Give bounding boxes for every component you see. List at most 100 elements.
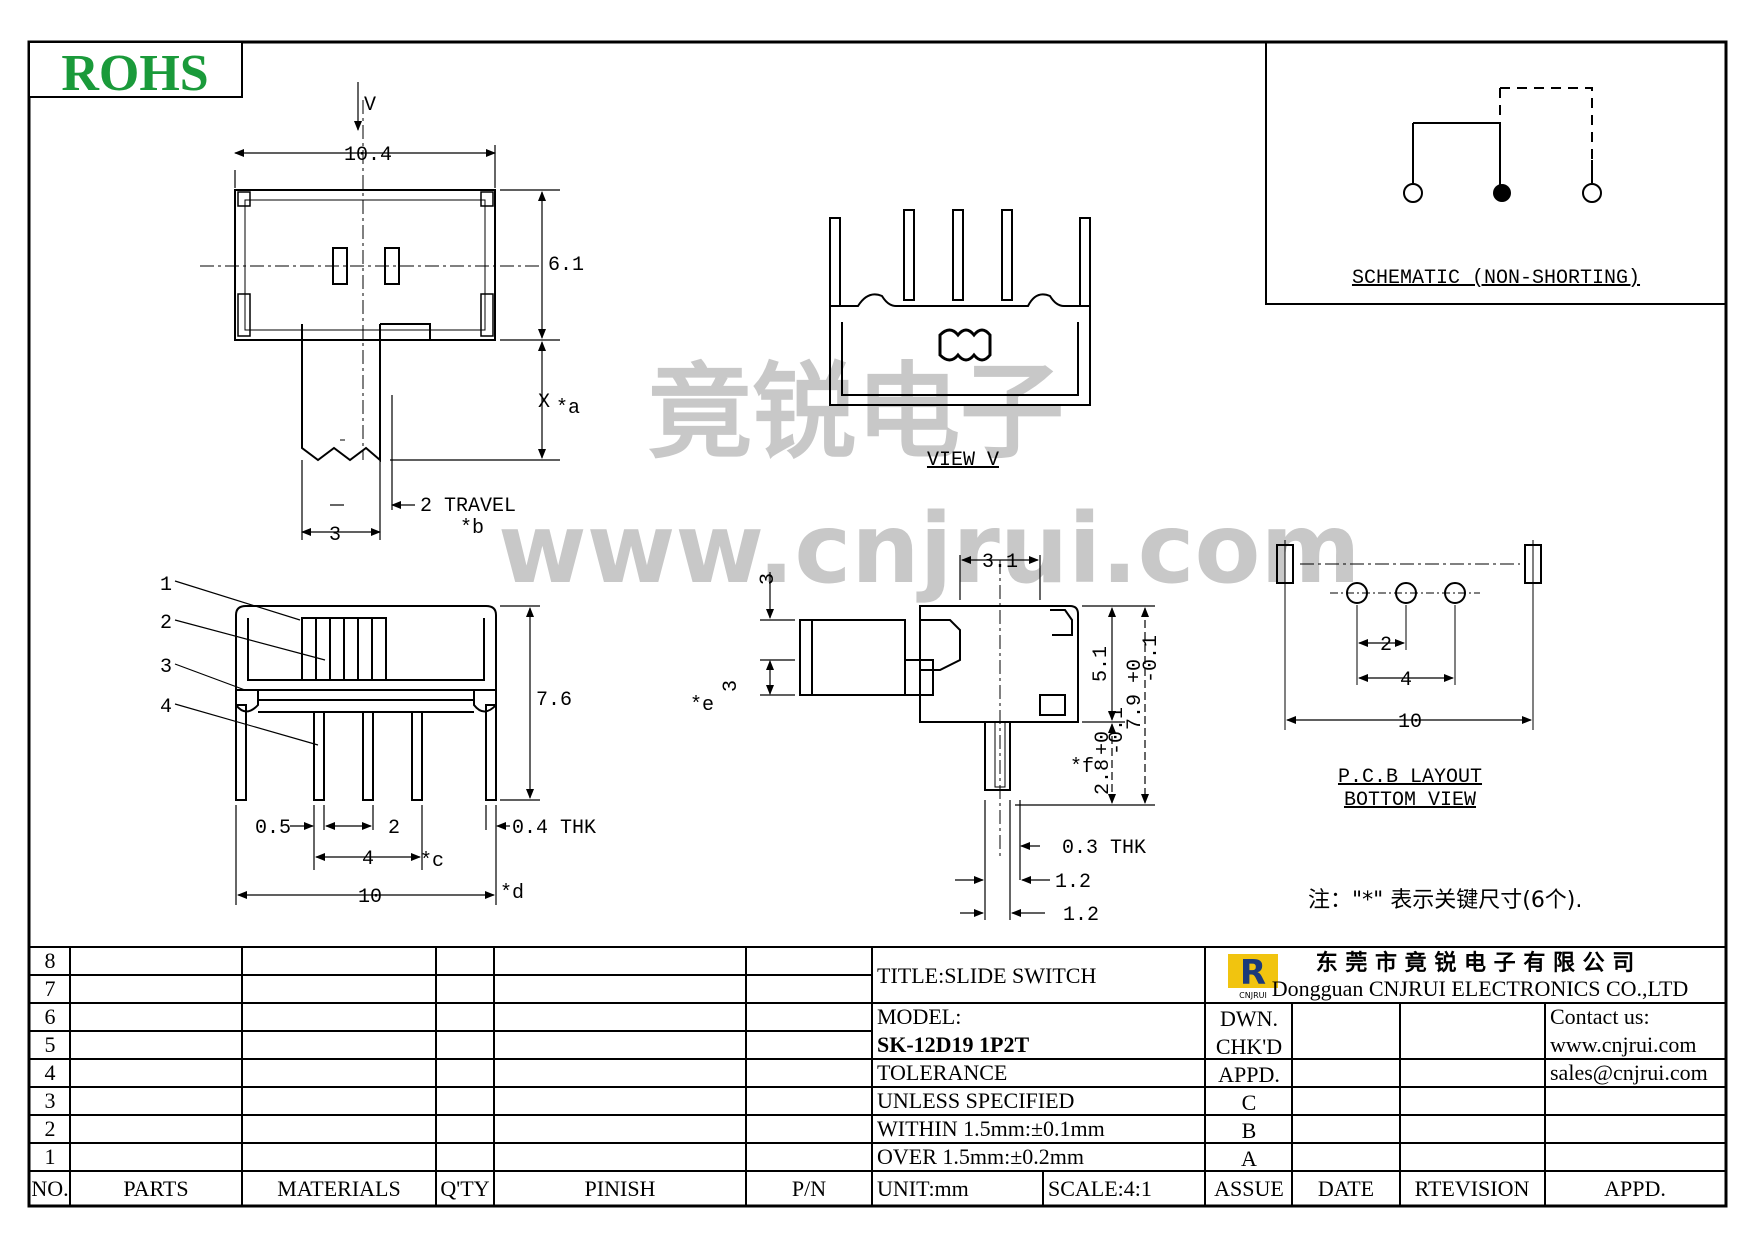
view-v bbox=[829, 209, 1091, 406]
company-name-cn: 东 莞 市 竟 锐 电 子 有 限 公 司 bbox=[1316, 950, 1635, 976]
dim-travel: 2 TRAVEL bbox=[420, 495, 516, 518]
dim-side-body-h: 5.1 bbox=[1090, 646, 1113, 682]
view-arrow-label: V bbox=[364, 94, 376, 117]
logo-text: CNJRUI bbox=[1239, 991, 1267, 1000]
contact-label: Contact us: bbox=[1550, 1004, 1650, 1029]
header-parts: PARTS bbox=[123, 1176, 188, 1201]
dim-pin-width: 0.5 bbox=[255, 817, 291, 840]
dim-side-knob-offset: 3 bbox=[757, 573, 780, 585]
header-qty: Q'TY bbox=[440, 1176, 489, 1201]
dim-front-overall: 10 bbox=[358, 886, 382, 909]
chkd-label: CHK'D bbox=[1216, 1034, 1282, 1059]
appd-label: APPD. bbox=[1218, 1062, 1280, 1087]
dim-side-pin-tol-up: +0 bbox=[1092, 731, 1115, 755]
rev-row-1: 1 bbox=[45, 1144, 56, 1169]
top-view-dims bbox=[234, 82, 560, 540]
rev-row-7: 7 bbox=[45, 976, 56, 1001]
dim-pcb-span: 4 bbox=[1400, 669, 1412, 692]
dim-top-height: 6.1 bbox=[548, 254, 584, 277]
schematic-terminal-common bbox=[1493, 184, 1511, 202]
callout-2: 2 bbox=[160, 612, 172, 635]
watermark: 竟锐电子 www.cnjrui.com bbox=[498, 351, 1361, 605]
rohs-badge: ROHS bbox=[28, 41, 243, 102]
dim-knob-width: 3 bbox=[329, 524, 341, 547]
unless-specified: UNLESS SPECIFIED bbox=[877, 1088, 1074, 1113]
header-pn: P/N bbox=[792, 1176, 826, 1201]
contact-web: www.cnjrui.com bbox=[1550, 1032, 1696, 1057]
watermark-url: www.cnjrui.com bbox=[498, 493, 1361, 605]
model-value: SK-12D19 1P2T bbox=[877, 1032, 1030, 1057]
dwn-label: DWN. bbox=[1220, 1006, 1278, 1031]
dim-thk: 0.4 THK bbox=[512, 817, 596, 840]
tolerance-label: TOLERANCE bbox=[877, 1060, 1007, 1085]
dim-side-knob-h: 3 bbox=[720, 680, 743, 692]
schematic-terminal-left bbox=[1403, 183, 1423, 203]
dim-top-width: 10.4 bbox=[344, 144, 392, 167]
header-pinish: PINISH bbox=[585, 1176, 656, 1201]
dim-side-pin-b: 1.2 bbox=[1063, 904, 1099, 927]
dim-pitch-span: 4 bbox=[362, 848, 374, 871]
title-text: TITLE:SLIDE SWITCH bbox=[877, 963, 1096, 988]
pcb-caption-2: BOTTOM VIEW bbox=[1344, 789, 1476, 812]
footer-appd: APPD. bbox=[1604, 1176, 1666, 1201]
dim-side-knob-width: 3.1 bbox=[982, 551, 1018, 574]
unit: UNIT:mm bbox=[877, 1176, 969, 1201]
dim-side-total-tol-up: +0 bbox=[1124, 659, 1147, 683]
front-view-dims bbox=[235, 605, 540, 905]
dim-front-height: 7.6 bbox=[536, 689, 572, 712]
dim-side-total-h: 7.9 bbox=[1124, 694, 1147, 730]
pcb-dims bbox=[1286, 639, 1532, 724]
top-view bbox=[200, 100, 540, 463]
dim-side-total-tol-dn: -0.1 bbox=[1140, 635, 1163, 683]
callout-1: 1 bbox=[160, 574, 172, 597]
tolerance-within: WITHIN 1.5mm:±0.1mm bbox=[877, 1116, 1105, 1141]
dim-side-thk: 0.3 THK bbox=[1062, 837, 1146, 860]
scale: SCALE:4:1 bbox=[1048, 1176, 1152, 1201]
dim-pitch: 2 bbox=[388, 817, 400, 840]
outer-frame bbox=[27, 40, 1728, 1208]
dim-knob-ext: X bbox=[538, 391, 550, 414]
contact-email: sales@cnjrui.com bbox=[1550, 1060, 1708, 1085]
rev-row-8: 8 bbox=[45, 948, 56, 973]
rohs-text: ROHS bbox=[61, 45, 208, 102]
rev-b: B bbox=[1242, 1118, 1257, 1143]
pcb-layout bbox=[1276, 540, 1542, 730]
rev-row-3: 3 bbox=[45, 1088, 56, 1113]
callout-4: 4 bbox=[160, 696, 172, 719]
view-v-caption: VIEW V bbox=[927, 449, 999, 472]
rev-row-5: 5 bbox=[45, 1032, 56, 1057]
key-d: *d bbox=[500, 882, 524, 905]
svg-text:R: R bbox=[1240, 953, 1266, 993]
schematic-panel: SCHEMATIC (NON-SHORTING) bbox=[1265, 41, 1727, 305]
key-e: *e bbox=[690, 694, 714, 717]
rev-row-4: 4 bbox=[45, 1060, 56, 1085]
model-label: MODEL: bbox=[877, 1004, 961, 1029]
title-block-grid bbox=[29, 946, 1726, 1206]
rev-row-6: 6 bbox=[45, 1004, 56, 1029]
dim-pcb-pitch: 2 bbox=[1380, 634, 1392, 657]
schematic-terminal-right bbox=[1582, 183, 1602, 203]
front-view bbox=[174, 580, 497, 801]
watermark-cn: 竟锐电子 bbox=[648, 351, 1064, 473]
company-name-en: Dongguan CNJRUI ELECTRONICS CO.,LTD bbox=[1272, 976, 1689, 1001]
footer-date: DATE bbox=[1318, 1176, 1374, 1201]
callout-3: 3 bbox=[160, 656, 172, 679]
side-view bbox=[799, 560, 1079, 860]
rev-row-2: 2 bbox=[45, 1116, 56, 1141]
schematic-caption: SCHEMATIC (NON-SHORTING) bbox=[1352, 267, 1640, 290]
company-logo: R CNJRUI bbox=[1228, 953, 1278, 1000]
footer-assue: ASSUE bbox=[1214, 1176, 1284, 1201]
footer-rtevision: RTEVISION bbox=[1415, 1176, 1530, 1201]
key-f: *f bbox=[1070, 756, 1094, 779]
dim-side-pin-a: 1.2 bbox=[1055, 871, 1091, 894]
key-b: *b bbox=[460, 517, 484, 540]
tolerance-over: OVER 1.5mm:±0.2mm bbox=[877, 1144, 1084, 1169]
key-a: *a bbox=[556, 397, 580, 420]
rev-c: C bbox=[1242, 1090, 1257, 1115]
header-materials: MATERIALS bbox=[277, 1176, 400, 1201]
dim-pcb-overall: 10 bbox=[1398, 711, 1422, 734]
dim-side-pin-len: 2.8 bbox=[1092, 759, 1115, 795]
key-c: *c bbox=[420, 850, 444, 873]
